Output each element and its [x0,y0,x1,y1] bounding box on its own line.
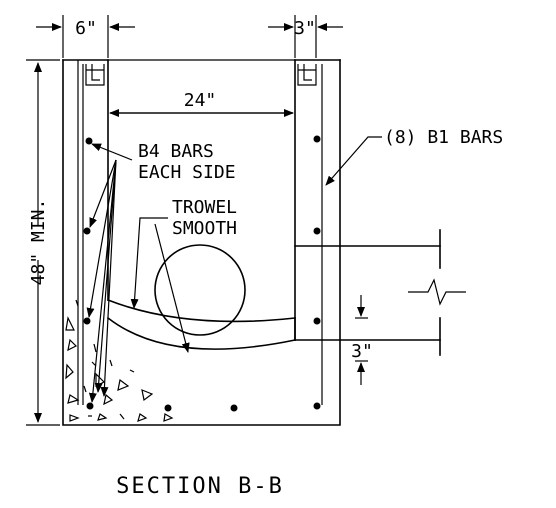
section-title: SECTION B-B [116,474,284,499]
bar-dots [83,135,321,412]
trowel-leaders [130,217,190,353]
bar-dot [230,404,238,412]
b1-callout: (8) B1 BARS [384,127,503,148]
b4-callout-line2: EACH SIDE [138,162,236,183]
dim-height [26,59,60,426]
b4-callout-line1: B4 BARS [138,141,214,162]
dim-top-left-label: 6" [75,18,97,39]
rebar-cage [77,60,323,405]
aggregate-hatch [65,299,174,422]
b4-leaders [86,143,133,403]
dim-inner-width-label: 24" [184,90,217,111]
bar-dot [86,402,94,410]
bar-dot [83,227,91,235]
dim-bottom-offset-label: 3" [351,341,373,362]
bar-dot [83,317,91,325]
trowel-callout-line1: TROWEL [172,197,237,218]
pipe-circle [154,244,246,336]
trowel-callout-line2: SMOOTH [172,218,237,239]
dim-top-right [268,15,343,58]
dim-bottom-offset [355,295,368,385]
dim-top-left [36,15,135,58]
dim-height-label: 48" MIN. [28,199,49,286]
concrete-outline [62,59,441,426]
dim-top-right-label: 3" [294,18,316,39]
bar-dot [313,402,321,410]
bar-dot [313,317,321,325]
break-line [408,278,466,306]
bar-dot [313,135,321,143]
b1-leader [325,136,382,186]
bar-dot [164,404,172,412]
bar-dot [85,137,93,145]
bar-dot [313,227,321,235]
